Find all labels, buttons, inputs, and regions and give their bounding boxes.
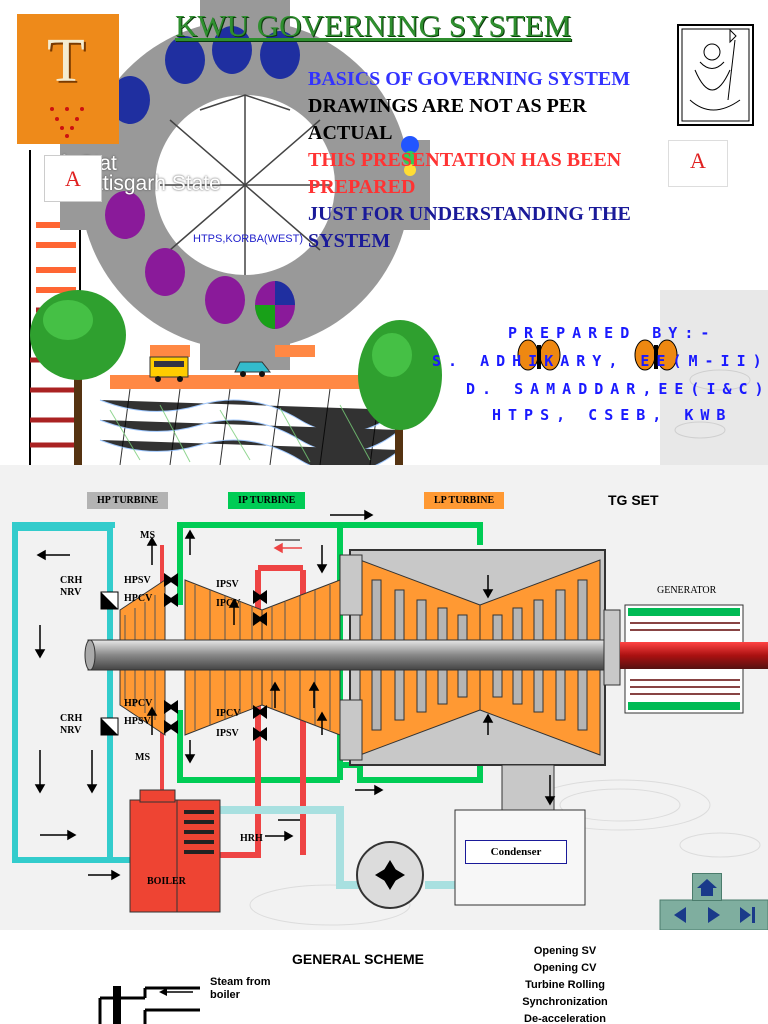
- a-box-left: A: [44, 155, 102, 202]
- ip-turbine-tag: IP TURBINE: [228, 492, 306, 509]
- home-icon: [697, 879, 717, 896]
- line-understanding: JUST FOR UNDERSTANDING THE: [308, 203, 631, 225]
- title-slide: T h Stat hhattisgarh State A A HTPS,KORB…: [0, 0, 768, 465]
- step-turbine-rolling: Turbine Rolling: [525, 979, 605, 991]
- crh-nrv-label-top: CRH NRV: [60, 575, 83, 598]
- lp-turbine-tag: LP TURBINE: [424, 492, 505, 509]
- step-synchronization: Synchronization: [522, 996, 608, 1008]
- hpsv-label-bottom: HPSV: [124, 716, 151, 727]
- hrh-label: HRH: [240, 833, 263, 844]
- ipsv-label-top: IPSV: [216, 579, 239, 590]
- plant-label: HTPS,KORBA(WEST): [193, 233, 304, 245]
- hp-turbine-tag: HP TURBINE: [87, 492, 169, 509]
- hpsv-label-top: HPSV: [124, 575, 151, 586]
- triangle-left-icon: [674, 907, 686, 923]
- prepared-author-2: D. SAMADDAR,EE(I&C): [466, 380, 768, 398]
- condenser-label: Condenser: [465, 840, 567, 864]
- home-button[interactable]: [692, 873, 722, 901]
- generator-label: GENERATOR: [657, 585, 717, 596]
- logo-stars-icon: [50, 107, 84, 138]
- ms-label-top: MS: [140, 530, 155, 541]
- procedure-steps: Opening SV Opening CV Turbine Rolling Sy…: [500, 943, 630, 1024]
- valve-scheme-drawing: [98, 986, 200, 1024]
- line-presentation: THIS PRESENTATION HAS BEEN: [308, 149, 622, 171]
- logo: T: [17, 14, 119, 144]
- logo-letter: T: [47, 27, 85, 95]
- general-scheme-slide: GENERAL SCHEME Steam from boiler Opening…: [0, 930, 768, 1024]
- step-de-acceleration: De-acceleration: [524, 1013, 606, 1024]
- line-drawings: DRAWINGS ARE NOT AS PER: [308, 95, 587, 117]
- hpcv-label-bottom: HPCV: [124, 698, 153, 709]
- previous-slide-button[interactable]: [666, 902, 694, 928]
- tg-set-title: TG SET: [608, 492, 659, 508]
- background-artwork: [29, 0, 768, 465]
- a-letter-left: A: [65, 166, 81, 191]
- line-prepared: PREPARED: [308, 176, 416, 198]
- step-opening-sv: Opening SV: [533, 945, 597, 957]
- boiler-label: BOILER: [147, 876, 186, 887]
- last-slide-button[interactable]: [734, 902, 762, 928]
- steam-from-boiler-label: Steam from boiler: [210, 976, 271, 1001]
- step-opening-cv: Opening CV: [533, 962, 597, 974]
- intro-text: BASICS OF GOVERNING SYSTEM DRAWINGS ARE …: [308, 66, 631, 255]
- line-basics: BASICS OF GOVERNING SYSTEM: [308, 68, 631, 90]
- skip-end-icon: [740, 907, 755, 923]
- tg-set-slide: HP TURBINE IP TURBINE LP TURBINE TG SET …: [0, 465, 768, 930]
- line-actual: ACTUAL: [308, 122, 393, 144]
- a-letter-right: A: [690, 148, 706, 173]
- prepared-by-heading: PREPARED BY:-: [508, 324, 717, 342]
- ipcv-label-bottom: IPCV: [216, 708, 241, 719]
- triangle-right-icon: [708, 907, 720, 923]
- hpcv-label-top: HPCV: [124, 593, 153, 604]
- ipcv-label-top: IPCV: [216, 598, 241, 609]
- ipsv-label-bottom: IPSV: [216, 728, 239, 739]
- general-scheme-heading: GENERAL SCHEME: [292, 951, 424, 967]
- tg-set-diagram: [12, 509, 768, 930]
- crh-nrv-label-bottom: CRH NRV: [60, 713, 83, 736]
- line-system: SYSTEM: [308, 230, 391, 252]
- a-box-right: A: [668, 140, 728, 187]
- prepared-author-1: S. ADHIKARY, EE(M-II),: [432, 352, 768, 370]
- next-slide-button[interactable]: [700, 902, 728, 928]
- prepared-organisation: HTPS, CSEB, KWB: [492, 406, 733, 424]
- slide-title: KWU GOVERNING SYSTEM: [175, 8, 572, 43]
- ms-label-bottom: MS: [135, 752, 150, 763]
